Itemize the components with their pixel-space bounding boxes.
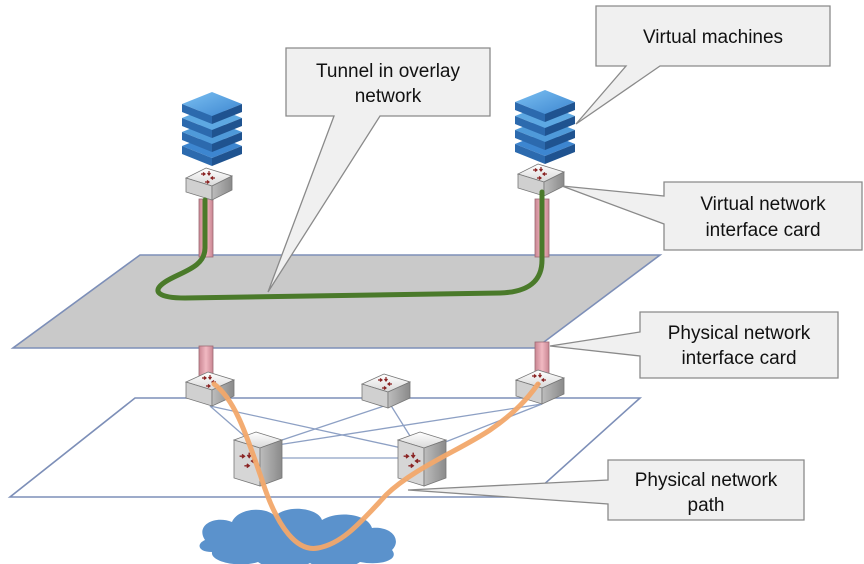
physical-network-path [211,381,541,551]
callout-pnic: Physical network interface card [549,311,839,379]
callout-tunnel-line2: network [355,86,422,107]
callout-path-line2: path [688,495,725,516]
vnic-switch-icon-left [184,167,234,201]
callout-virtual-machines-line1: Virtual machines [643,27,783,48]
overlay-network-plane [10,254,663,349]
callout-path-line1: Physical network [635,470,778,491]
callout-virtual-machines: Virtual machines [575,5,831,125]
vnic-switch-icon-right [516,163,566,197]
callout-vnic-line2: interface card [705,220,820,241]
core-switch-icon-left [232,431,284,487]
pnic-switch-icon-right [514,369,566,405]
overlay-tunnel-path [155,189,545,301]
server-stack-icon-right [515,90,575,164]
callout-pnic-line2: interface card [681,348,796,369]
callout-tunnel: Tunnel in overlay network [267,47,491,293]
callout-vnic: Virtual network interface card [561,181,863,251]
callout-pnic-line1: Physical network [668,323,811,344]
cloud-icon [199,508,396,564]
callout-vnic-line1: Virtual network [700,194,826,215]
core-switch-icon-center [360,373,412,409]
callout-tunnel-line1: Tunnel in overlay [316,61,460,82]
physical-network-plane [7,397,643,498]
server-stack-icon-left [182,92,242,166]
callout-physical-path: Physical network path [407,459,805,521]
